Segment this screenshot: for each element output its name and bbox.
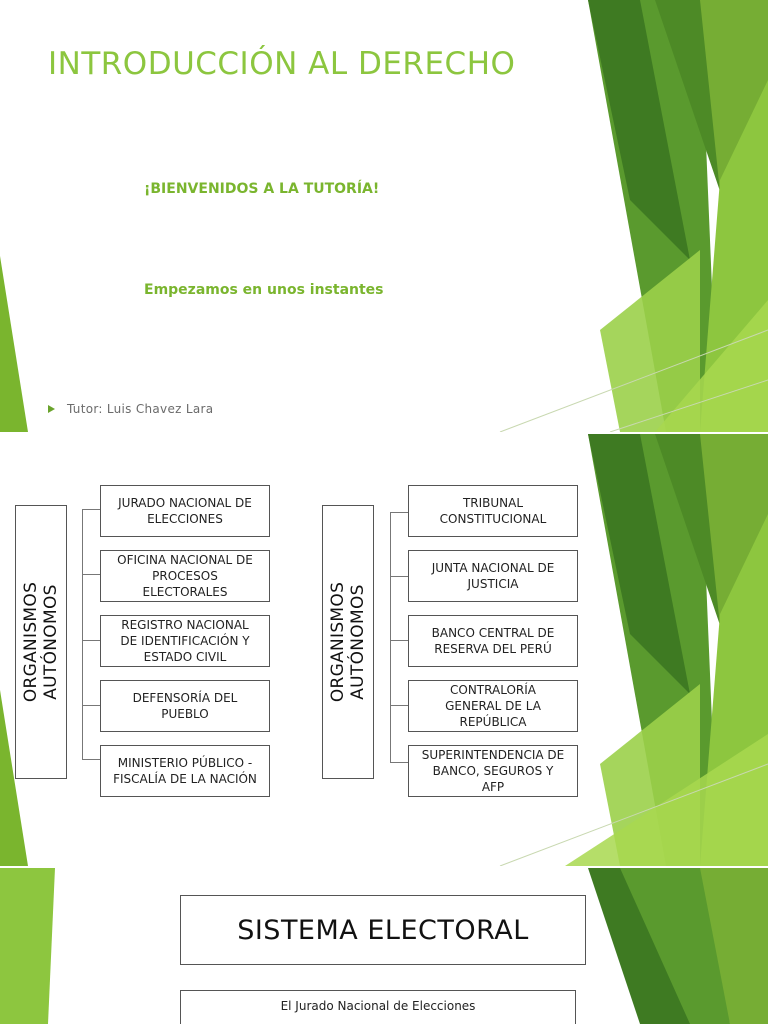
jne-subtitle: El Jurado Nacional de Elecciones	[280, 999, 476, 1013]
right-connector-branch	[390, 512, 408, 513]
jne-subtitle-box: El Jurado Nacional de Elecciones	[180, 990, 576, 1024]
box-ministerio-publico: MINISTERIO PÚBLICO -FISCALÍA DE LA NACIÓ…	[100, 745, 270, 797]
right-group-label-box: ORGANISMOS AUTÓNOMOS	[322, 505, 374, 779]
left-group-label: ORGANISMOS AUTÓNOMOS	[21, 581, 62, 703]
welcome-text: ¡BIENVENIDOS A LA TUTORÍA!	[144, 181, 380, 197]
left-connector-branch	[82, 705, 100, 706]
left-connector-vertical	[82, 509, 83, 759]
green-ribbon-decoration	[0, 434, 768, 866]
slide-separator	[0, 432, 768, 435]
right-connector-branch	[390, 576, 408, 577]
green-ribbon-decoration	[0, 0, 768, 432]
right-connector-branch	[390, 705, 408, 706]
left-connector-branch	[82, 759, 100, 760]
slide-separator	[0, 866, 768, 869]
right-connector-branch	[390, 762, 408, 763]
right-connector-vertical	[390, 512, 391, 762]
electoral-system-title-box: SISTEMA ELECTORAL	[180, 895, 586, 965]
tutor-line: Tutor: Luis Chavez Lara	[48, 402, 213, 416]
electoral-system-title: SISTEMA ELECTORAL	[237, 914, 529, 946]
triangle-bullet-icon	[48, 405, 55, 413]
green-ribbon-decoration	[0, 868, 768, 1024]
left-connector-branch	[82, 574, 100, 575]
tutor-name: Tutor: Luis Chavez Lara	[67, 402, 214, 416]
right-group-label: ORGANISMOS AUTÓNOMOS	[328, 581, 369, 703]
slide-intro: INTRODUCCIÓN AL DERECHO ¡BIENVENIDOS A L…	[0, 0, 768, 432]
right-connector-branch	[390, 640, 408, 641]
left-connector-branch	[82, 640, 100, 641]
slide-electoral-system: SISTEMA ELECTORAL El Jurado Nacional de …	[0, 868, 768, 1024]
left-group-label-box: ORGANISMOS AUTÓNOMOS	[15, 505, 67, 779]
slide-title: INTRODUCCIÓN AL DERECHO	[48, 46, 516, 82]
left-connector-branch	[82, 509, 100, 510]
starting-soon-text: Empezamos en unos instantes	[144, 282, 384, 298]
